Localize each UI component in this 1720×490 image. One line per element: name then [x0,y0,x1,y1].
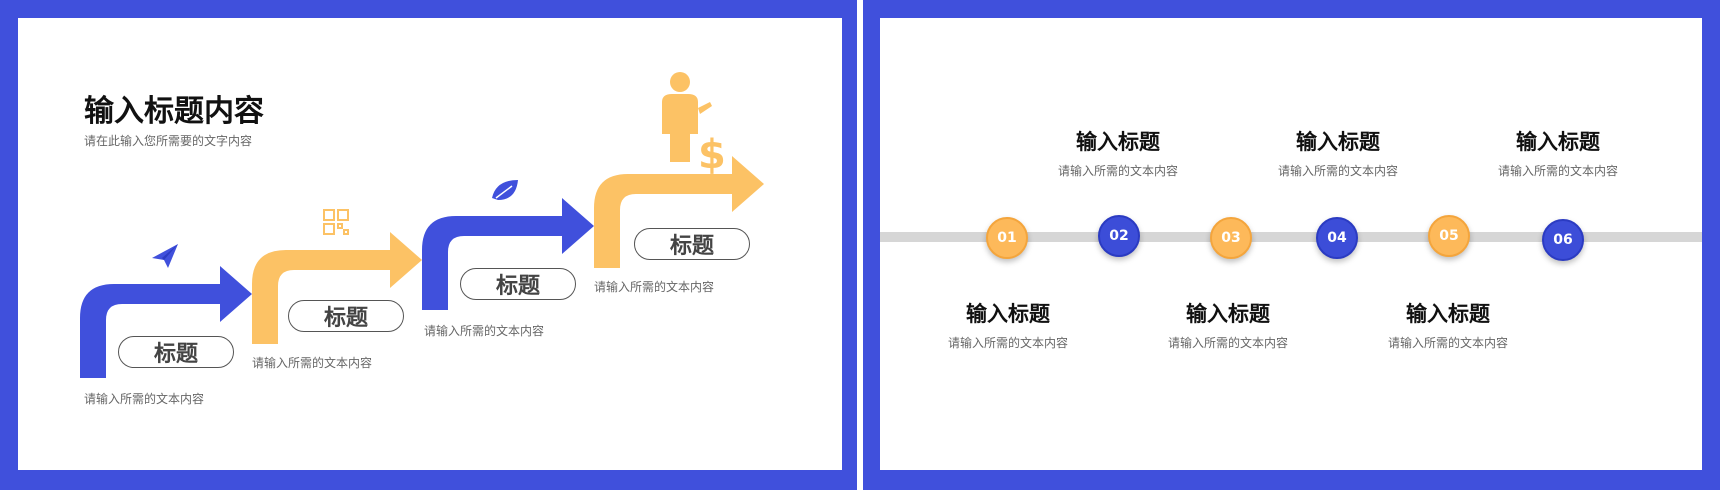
timeline-bottom-desc-3: 请输入所需的文本内容 [1387,336,1508,350]
timeline-node-01: 01 [986,217,1028,259]
timeline-top-desc-1: 请输入所需的文本内容 [1057,164,1178,178]
staircase-arrows: $ [80,72,764,378]
timeline-track [880,232,1702,242]
arrow-step-2 [252,232,422,344]
svg-text:$: $ [698,132,726,178]
leaf-icon [492,180,518,200]
arrow-step-1 [80,266,252,378]
slide-divider [857,0,863,490]
step-2-desc: 请输入所需的文本内容 [252,356,373,370]
businessman-dollar-icon: $ [662,72,726,178]
step-1-label: 标题 [118,336,234,368]
right-slide: 输入标题 请输入所需的文本内容 输入标题 请输入所需的文本内容 输入标题 请输入… [880,18,1702,470]
step-1-desc: 请输入所需的文本内容 [84,392,205,406]
timeline-bottom-desc-2: 请输入所需的文本内容 [1167,336,1288,350]
slide-title: 输入标题内容 [84,94,264,129]
step-3-desc: 请输入所需的文本内容 [424,324,545,338]
timeline-top-title-1: 输入标题 [1076,130,1160,154]
timeline-top-title-2: 输入标题 [1296,130,1380,154]
timeline-node-04: 04 [1316,217,1358,259]
timeline-bottom-desc-1: 请输入所需的文本内容 [947,336,1068,350]
left-slide: 输入标题内容 请在此输入您所需要的文字内容 [18,18,842,470]
arrow-step-4 [594,156,764,268]
timeline-node-06: 06 [1542,219,1584,261]
timeline-bottom-title-1: 输入标题 [966,302,1050,326]
step-4-desc: 请输入所需的文本内容 [594,280,715,294]
timeline-node-05: 05 [1428,215,1470,257]
step-3-label: 标题 [460,268,576,300]
timeline-top-title-3: 输入标题 [1516,130,1600,154]
paper-plane-icon [152,244,178,268]
timeline-top-desc-3: 请输入所需的文本内容 [1497,164,1618,178]
timeline-node-03: 03 [1210,217,1252,259]
step-2-label: 标题 [288,300,404,332]
timeline-node-02: 02 [1098,215,1140,257]
timeline-bottom-title-3: 输入标题 [1406,302,1490,326]
timeline-bottom-title-2: 输入标题 [1186,302,1270,326]
timeline-top-desc-2: 请输入所需的文本内容 [1277,164,1398,178]
qr-code-icon [323,209,349,235]
step-4-label: 标题 [634,228,750,260]
arrow-step-3 [422,198,594,310]
slide-subtitle: 请在此输入您所需要的文字内容 [84,134,253,148]
